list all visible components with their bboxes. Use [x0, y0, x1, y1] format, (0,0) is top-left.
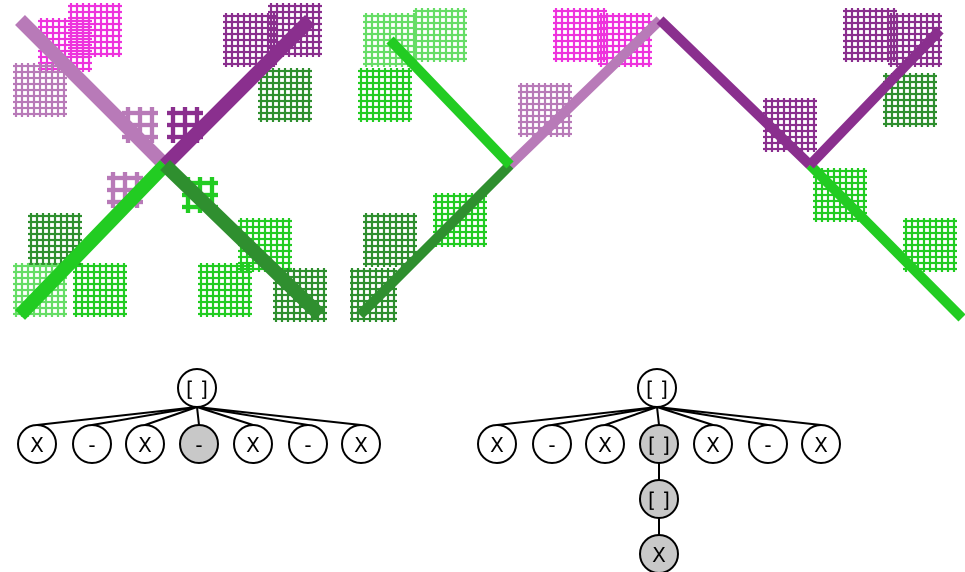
tree-edge	[657, 407, 659, 425]
tree-child-node: X	[586, 425, 624, 463]
left-parse-tree: [ ] X - X - X - X	[0, 340, 420, 572]
tree-edges	[37, 407, 361, 425]
node-label: X	[814, 433, 828, 457]
tree-edge	[92, 407, 197, 425]
node-label: -	[764, 433, 771, 457]
tree-root-node: [ ]	[638, 369, 676, 407]
tree-child-node: X	[342, 425, 380, 463]
tree-child-node: -	[180, 425, 218, 463]
node-label: -	[548, 433, 555, 457]
tree-child-node: -	[73, 425, 111, 463]
node-label: [ ]	[186, 377, 208, 401]
tree-edge	[657, 407, 821, 425]
node-label: X	[30, 433, 44, 457]
tree-edge	[552, 407, 657, 425]
tree-chain-node: [ ]	[640, 480, 678, 518]
node-label: X	[246, 433, 260, 457]
tree-child-node: -	[289, 425, 327, 463]
node-label: X	[652, 543, 666, 567]
node-label: -	[195, 433, 202, 457]
tree-child-node: [ ]	[640, 425, 678, 463]
node-label: -	[88, 433, 95, 457]
tree-edge	[197, 407, 199, 425]
node-label: X	[490, 433, 504, 457]
tree-child-node: X	[234, 425, 272, 463]
tree-child-node: X	[126, 425, 164, 463]
node-label: X	[706, 433, 720, 457]
tree-root-node: [ ]	[178, 369, 216, 407]
tree-child-node: X	[694, 425, 732, 463]
node-label: X	[354, 433, 368, 457]
right-parse-tree: [ ] X - X [ ] X - X [ ] X	[460, 340, 880, 572]
node-label: -	[304, 433, 311, 457]
node-label: X	[138, 433, 152, 457]
peak-band	[810, 165, 962, 318]
node-label: X	[598, 433, 612, 457]
tree-child-node: -	[749, 425, 787, 463]
cross-fractal-image	[0, 0, 345, 330]
node-label: [ ]	[648, 433, 670, 457]
tree-child-node: X	[802, 425, 840, 463]
peak-fractal-tiles	[350, 8, 957, 322]
peak-fractal-image	[350, 0, 965, 330]
tree-chain-node: X	[640, 535, 678, 572]
tree-child-node: X	[18, 425, 56, 463]
tree-child-node: -	[533, 425, 571, 463]
tree-edge	[197, 407, 361, 425]
node-label: [ ]	[648, 488, 670, 512]
peak-band	[660, 20, 810, 165]
tree-child-node: X	[478, 425, 516, 463]
node-label: [ ]	[646, 377, 668, 401]
